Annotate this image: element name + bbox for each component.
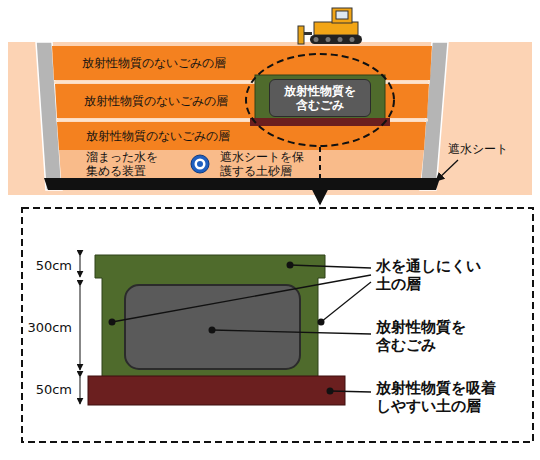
dimension-label: 300cm bbox=[27, 320, 72, 336]
dimension-arrow bbox=[80, 256, 81, 277]
radioactive-waste bbox=[125, 285, 300, 369]
leader-dots bbox=[109, 262, 334, 395]
low-permeability-soil bbox=[95, 255, 325, 378]
leader-arrow bbox=[436, 160, 458, 181]
node-text: 放射性物質のないごみの層 bbox=[82, 55, 382, 72]
water-collector bbox=[191, 155, 209, 173]
callout-label: 水を通しにくい 土の層 bbox=[376, 257, 508, 293]
callout-label: 遮水シート bbox=[448, 142, 508, 156]
adsorbing-soil bbox=[250, 118, 390, 126]
node-text: 放射性物質のないごみの層 bbox=[84, 93, 244, 110]
leader-lines bbox=[112, 265, 371, 392]
bulldozer-body bbox=[314, 22, 358, 35]
node-text: 放射性物質のないごみの層 bbox=[86, 128, 386, 145]
callout-label: 放射性物質を 含むごみ bbox=[376, 318, 508, 354]
protective-soil bbox=[59, 150, 424, 178]
zoom-frame bbox=[22, 208, 533, 442]
waste-layer bbox=[57, 122, 426, 150]
node-text: 放射性物質を 含むごみ bbox=[273, 84, 367, 113]
bulldozer-cab bbox=[332, 8, 352, 23]
dimension-label: 50cm bbox=[36, 382, 72, 398]
dimension-arrow bbox=[80, 377, 81, 404]
water-collector bbox=[195, 159, 206, 170]
ground bbox=[8, 42, 532, 195]
zoom-arrow bbox=[319, 147, 321, 204]
adsorbing-soil bbox=[88, 376, 345, 405]
liner-sheet bbox=[44, 178, 440, 190]
focus-ellipse bbox=[246, 54, 394, 146]
bulldozer-arm bbox=[304, 32, 312, 35]
waste-layer-band: 放射性物質のないごみの層 bbox=[82, 46, 382, 80]
callout-label: 遮水シートを保 護する土砂層 bbox=[220, 150, 314, 179]
bulldozer-window bbox=[336, 11, 348, 19]
waste-layer-band: 放射性物質のないごみの層 bbox=[86, 122, 386, 150]
callout-label: 溜まった水を 集める装置 bbox=[86, 150, 168, 179]
waste-box: 放射性物質を 含むごみ bbox=[269, 79, 371, 118]
dimension-arrow bbox=[80, 286, 81, 370]
bulldozer-blade bbox=[298, 26, 304, 44]
callout-label: 放射性物質を吸着 しやすい土の層 bbox=[376, 379, 508, 415]
dimension-label: 50cm bbox=[36, 258, 72, 274]
waste-layer-band: 放射性物質のないごみの層 bbox=[84, 84, 244, 118]
low-permeability-soil bbox=[255, 75, 385, 120]
water-collector bbox=[197, 161, 203, 167]
bulldozer-track bbox=[310, 35, 362, 44]
